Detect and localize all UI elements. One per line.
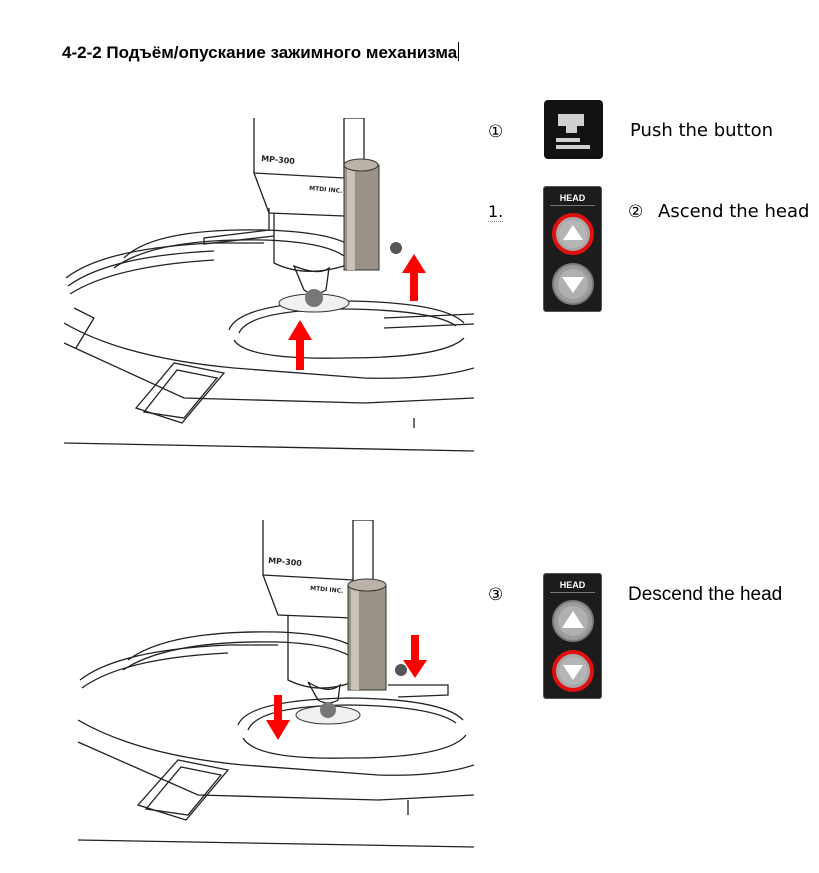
section-heading: 4-2-2 Подъём/опускание зажимного механиз…: [62, 42, 460, 63]
panel-divider: [550, 205, 595, 206]
head-up-button[interactable]: [552, 213, 594, 255]
up-arrow-left: [288, 320, 312, 370]
head-up-button[interactable]: [552, 600, 594, 642]
step-3-marker: ③: [488, 585, 504, 605]
triangle-up-icon: [558, 606, 588, 636]
head-lift-icon: [556, 114, 590, 149]
model-label-1: MP-300: [261, 154, 296, 166]
step-1-text: Push the button: [630, 120, 774, 141]
section-heading-text: 4-2-2 Подъём/опускание зажимного механиз…: [62, 43, 458, 62]
step-2-marker: ②: [628, 202, 644, 222]
model-label-2: MP-300: [268, 556, 303, 568]
triangle-down-icon: [559, 657, 587, 685]
panel-label-down: HEAD: [559, 580, 586, 590]
up-arrow-right: [402, 254, 426, 301]
down-arrow-right: [403, 635, 427, 678]
machine-ascend-illustration: MP-300 MTDI INC.: [64, 118, 474, 452]
list-marker: 1.: [488, 202, 504, 222]
head-down-button[interactable]: [552, 650, 594, 692]
brand-label-1: MTDI INC.: [309, 185, 343, 195]
head-control-panel-down: HEAD: [543, 573, 602, 699]
head-lift-button[interactable]: [544, 100, 603, 159]
step-3-text: Descend the head: [628, 584, 783, 605]
panel-label-up: HEAD: [559, 193, 586, 203]
step-2-text: Ascend the head: [658, 201, 810, 222]
text-cursor: [458, 42, 460, 61]
step-1-marker: ①: [488, 122, 504, 142]
brand-label-2: MTDI INC.: [310, 585, 344, 595]
triangle-up-icon: [559, 220, 587, 248]
head-control-panel-up: HEAD: [543, 186, 602, 312]
panel-divider: [550, 592, 595, 593]
machine-descend-illustration: MP-300 MTDI INC.: [78, 520, 474, 848]
head-down-button[interactable]: [552, 263, 594, 305]
triangle-down-icon: [558, 269, 588, 299]
down-arrow-left: [266, 695, 290, 740]
